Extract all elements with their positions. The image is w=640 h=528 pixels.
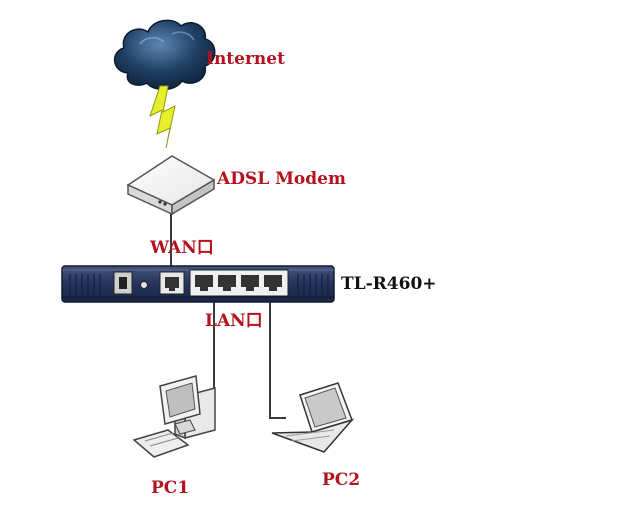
internet-label: Internet (206, 49, 285, 69)
pc2-label: PC2 (322, 470, 361, 490)
pc1-label: PC1 (151, 478, 190, 498)
cable-router-to-pc2 (269, 293, 286, 419)
router-icon (61, 265, 335, 303)
wan-port-label: WAN口 (150, 238, 214, 258)
lan-port-label: LAN口 (205, 311, 263, 331)
desktop-pc-icon (132, 375, 216, 458)
laptop-icon (271, 382, 355, 453)
modem-label: ADSL Modem (217, 169, 346, 189)
modem-icon (126, 155, 216, 216)
cloud-icon (114, 19, 216, 91)
wan-port-icon (159, 271, 185, 295)
lan-ports-icon (189, 269, 289, 297)
lightning-icon (149, 85, 176, 149)
router-label: TL-R460+ (341, 274, 437, 294)
